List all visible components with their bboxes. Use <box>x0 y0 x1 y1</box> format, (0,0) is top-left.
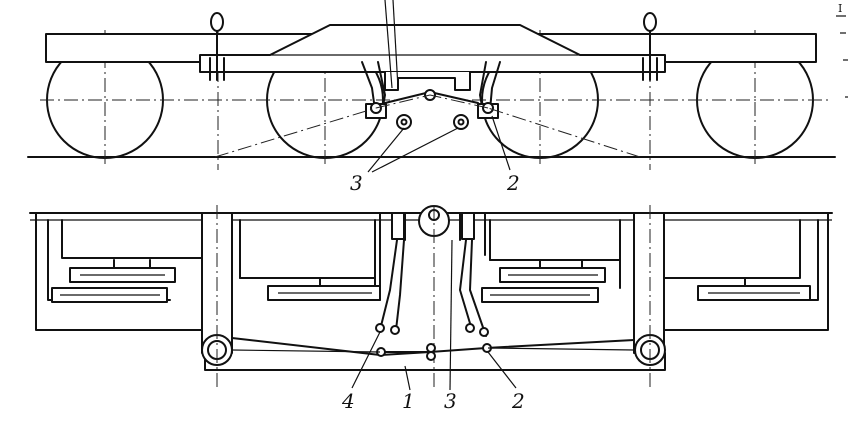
leader-3-top-a <box>367 127 405 173</box>
lifting-eye-right <box>642 12 658 81</box>
edge-marks: I <box>836 2 848 98</box>
side-elevation-view: 3 2 <box>27 0 836 195</box>
label-3-top: 3 <box>350 171 363 195</box>
leader-3-top-b <box>371 127 459 173</box>
brake-rods-plan <box>231 212 635 361</box>
side-bar-right <box>633 212 665 354</box>
label-2-bottom: 2 <box>511 389 525 413</box>
leader-2-top <box>491 115 511 171</box>
label-4-bottom: 4 <box>341 389 355 413</box>
wheelset-plan-1 <box>51 259 176 303</box>
label-3-bottom: 3 <box>444 389 457 413</box>
wheelset-plan-2 <box>239 219 381 301</box>
edge-mark: I <box>838 2 842 15</box>
brake-cylinder-right <box>461 212 475 240</box>
plan-view: 4 1 3 2 <box>29 205 833 413</box>
label-2-top: 2 <box>506 171 520 195</box>
center-housing <box>384 71 471 91</box>
wheelset-plan-4 <box>697 277 811 301</box>
brake-cylinder-left <box>391 212 405 240</box>
wheelset-plan-3 <box>481 219 621 303</box>
cross-member <box>204 352 666 371</box>
rigging-centerlines-top <box>214 94 641 158</box>
label-1-bottom: 1 <box>402 389 415 413</box>
lifting-eye-left <box>209 12 225 81</box>
